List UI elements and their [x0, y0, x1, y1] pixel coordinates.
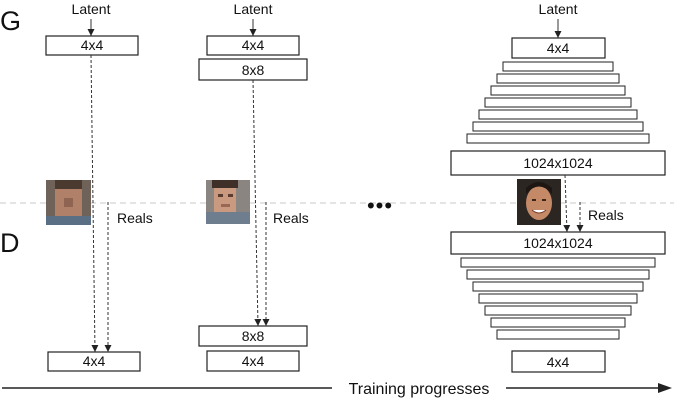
discriminator-label: D — [0, 228, 20, 258]
stage3-g-box-4x4 — [511, 37, 606, 59]
stage3-d-box-4x4-label: 4x4 — [547, 354, 570, 370]
d-layer — [484, 305, 632, 316]
stage1-gen-path — [90, 54, 99, 353]
timeline-arrowhead — [658, 383, 672, 393]
stage-3: Latent 4x4 1024x1024 Reals 10 — [450, 1, 666, 373]
stage3-d-box-1024 — [450, 231, 666, 255]
stage3-d-box-1024-label: 1024x1024 — [523, 235, 593, 251]
stage3-generator-layers — [466, 61, 650, 144]
stage1-g-box-label: 4x4 — [81, 37, 104, 53]
stage2-latent-label: Latent — [234, 1, 273, 17]
stage1-d-box-label: 4x4 — [83, 353, 106, 369]
g-layer — [484, 97, 632, 108]
d-layer — [478, 293, 638, 304]
d-layer — [466, 269, 650, 280]
stage2-gen-path — [252, 79, 262, 327]
d-layer — [490, 317, 626, 328]
ellipsis: ••• — [367, 193, 393, 218]
g-layer — [472, 121, 644, 132]
d-layer — [496, 329, 620, 340]
stage3-face-image — [517, 179, 561, 225]
stage1-latent-label: Latent — [72, 1, 111, 17]
g-layer — [466, 133, 650, 144]
timeline-label: Training progresses — [349, 381, 490, 398]
stage2-d-box-8x8 — [198, 325, 308, 347]
stage2-d-box-8x8-label: 8x8 — [242, 328, 265, 344]
d-layer — [472, 281, 644, 292]
generator-label: G — [0, 6, 21, 36]
stage2-g-box-8x8-label: 8x8 — [242, 62, 265, 78]
stage2-d-box-4x4-label: 4x4 — [242, 353, 265, 369]
stage-2: Latent 4x4 8x8 Reals 8x8 4x4 — [198, 1, 309, 372]
stage3-discriminator-layers — [460, 257, 656, 340]
stage1-g-box-4x4 — [45, 35, 139, 56]
stage3-gen-path — [563, 174, 571, 233]
stage2-g-box-4x4-label: 4x4 — [242, 37, 265, 53]
stage3-g-box-4x4-label: 4x4 — [547, 40, 570, 56]
stage3-g-box-1024 — [450, 150, 666, 176]
stage2-d-box-4x4 — [206, 350, 300, 372]
g-layer — [496, 73, 620, 84]
stage3-d-box-4x4 — [511, 350, 606, 373]
stage3-reals-label: Reals — [588, 207, 624, 223]
stage2-g-box-4x4 — [206, 35, 300, 56]
stage2-face-image — [206, 180, 250, 224]
stage3-g-box-1024-label: 1024x1024 — [523, 155, 593, 171]
stage1-d-box-4x4 — [47, 351, 141, 372]
stage1-reals-label: Reals — [117, 210, 153, 226]
stage-1: Latent 4x4 Reals 4x4 — [45, 1, 153, 372]
g-layer — [490, 85, 626, 96]
g-layer — [478, 109, 638, 120]
g-layer — [502, 61, 614, 72]
stage2-reals-label: Reals — [273, 210, 309, 226]
stage1-face-image — [46, 180, 91, 225]
stage3-latent-label: Latent — [539, 1, 578, 17]
d-layer — [460, 257, 656, 268]
timeline: Training progresses — [2, 381, 672, 398]
